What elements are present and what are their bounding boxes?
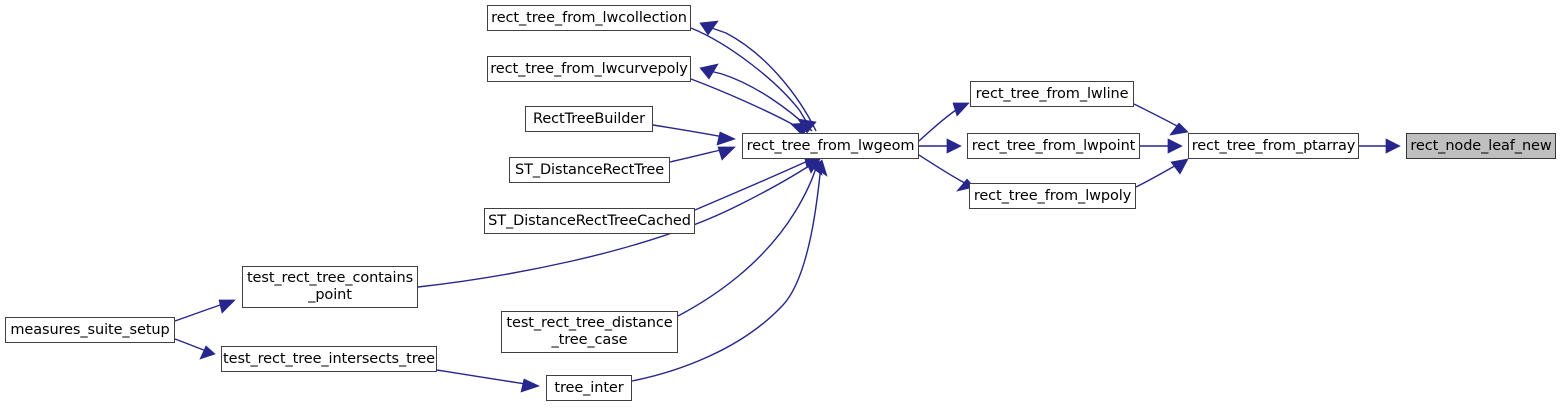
edge-line	[631, 164, 822, 382]
edge-rect_tree_from_lwline-to-rect_tree_from_ptarray	[1133, 103, 1189, 136]
edge-rect_tree_from_lwpoly-to-rect_tree_from_ptarray	[1135, 158, 1189, 188]
edge-rect_tree_from_lwgeom-to-rect_tree_from_lwline	[918, 102, 970, 142]
edge-line	[1133, 103, 1183, 130]
edge-line	[705, 69, 813, 132]
arrowhead-icon	[218, 299, 236, 314]
graph-node-RectTreeBuilder[interactable]: RectTreeBuilder	[525, 106, 653, 132]
edge-test_rect_tree_distance_tree_case-to-rect_tree_from_lwgeom	[677, 159, 823, 317]
arrowhead-icon	[813, 159, 828, 177]
graph-node-rect_tree_from_lwline[interactable]: rect_tree_from_lwline	[970, 81, 1134, 107]
edge-rect_tree_from_lwcurvepoly-to-rect_tree_from_lwgeom	[690, 78, 810, 137]
arrowhead-icon	[699, 20, 719, 36]
edge-line	[690, 27, 811, 129]
edge-line	[652, 124, 730, 139]
graph-node-rect_tree_from_lwgeom[interactable]: rect_tree_from_lwgeom	[742, 133, 919, 159]
arrowhead-icon	[716, 131, 736, 146]
graph-node-test_rect_tree_contains_point[interactable]: test_rect_tree_contains _point	[242, 266, 418, 308]
edge-rect_tree_from_lwgeom-to-rect_tree_from_lwcurvepoly	[699, 63, 813, 132]
edge-line	[436, 369, 534, 386]
arrowhead-icon	[520, 378, 540, 393]
graph-node-tree_inter[interactable]: tree_inter	[546, 375, 632, 401]
edge-line	[918, 154, 969, 186]
edge-line	[694, 157, 816, 211]
graph-node-measures_suite_setup[interactable]: measures_suite_setup	[5, 317, 175, 343]
arrowhead-icon	[1170, 158, 1189, 175]
edge-rect_tree_from_lwpoint-to-rect_tree_from_ptarray	[1140, 138, 1183, 154]
graph-node-rect_tree_from_lwpoly[interactable]: rect_tree_from_lwpoly	[969, 183, 1136, 209]
edge-rect_tree_from_lwgeom-to-rect_tree_from_lwpoly	[918, 154, 975, 192]
graph-node-rect_tree_from_lwcurvepoly[interactable]: rect_tree_from_lwcurvepoly	[487, 56, 691, 82]
edge-line	[690, 78, 807, 132]
graph-node-rect_tree_from_lwcollection[interactable]: rect_tree_from_lwcollection	[487, 5, 691, 31]
edge-rect_tree_from_ptarray-to-rect_node_leaf_new	[1359, 138, 1401, 154]
graph-node-ST_DistanceRectTree[interactable]: ST_DistanceRectTree	[509, 157, 670, 183]
arrowhead-icon	[699, 63, 719, 80]
edge-measures_suite_setup-to-test_rect_tree_contains_point	[174, 299, 236, 322]
edge-test_rect_tree_intersects_tree-to-tree_inter	[436, 369, 540, 393]
graph-node-test_rect_tree_intersects_tree[interactable]: test_rect_tree_intersects_tree	[221, 346, 437, 372]
edge-line	[705, 25, 817, 132]
edge-tree_inter-to-rect_tree_from_lwgeom	[631, 159, 828, 382]
arrowhead-icon	[1169, 122, 1189, 136]
arrowhead-icon	[717, 146, 736, 161]
graph-node-ST_DistanceRectTreeCached[interactable]: ST_DistanceRectTreeCached	[484, 208, 695, 234]
edge-RectTreeBuilder-to-rect_tree_from_lwgeom	[652, 124, 736, 146]
edge-rect_tree_from_lwgeom-to-rect_tree_from_lwcollection	[699, 20, 817, 132]
graph-node-test_rect_tree_distance_tree_case[interactable]: test_rect_tree_distance _tree_case	[501, 311, 678, 353]
arrowhead-icon	[199, 345, 216, 360]
edge-ST_DistanceRectTree-to-rect_tree_from_lwgeom	[669, 146, 736, 163]
arrowhead-icon	[946, 138, 962, 154]
arrowhead-icon	[1385, 138, 1401, 154]
edge-rect_tree_from_lwgeom-to-rect_tree_from_lwpoint	[919, 138, 962, 154]
arrowhead-icon	[952, 102, 970, 117]
edge-measures_suite_setup-to-test_rect_tree_intersects_tree	[174, 338, 216, 360]
graph-node-rect_tree_from_ptarray[interactable]: rect_tree_from_ptarray	[1188, 133, 1359, 159]
arrowhead-icon	[790, 122, 810, 137]
graph-node-rect_node_leaf_new[interactable]: rect_node_leaf_new	[1406, 133, 1556, 159]
edge-line	[677, 164, 818, 317]
graph-node-rect_tree_from_lwpoint[interactable]: rect_tree_from_lwpoint	[967, 133, 1140, 159]
arrowhead-icon	[1167, 138, 1183, 154]
